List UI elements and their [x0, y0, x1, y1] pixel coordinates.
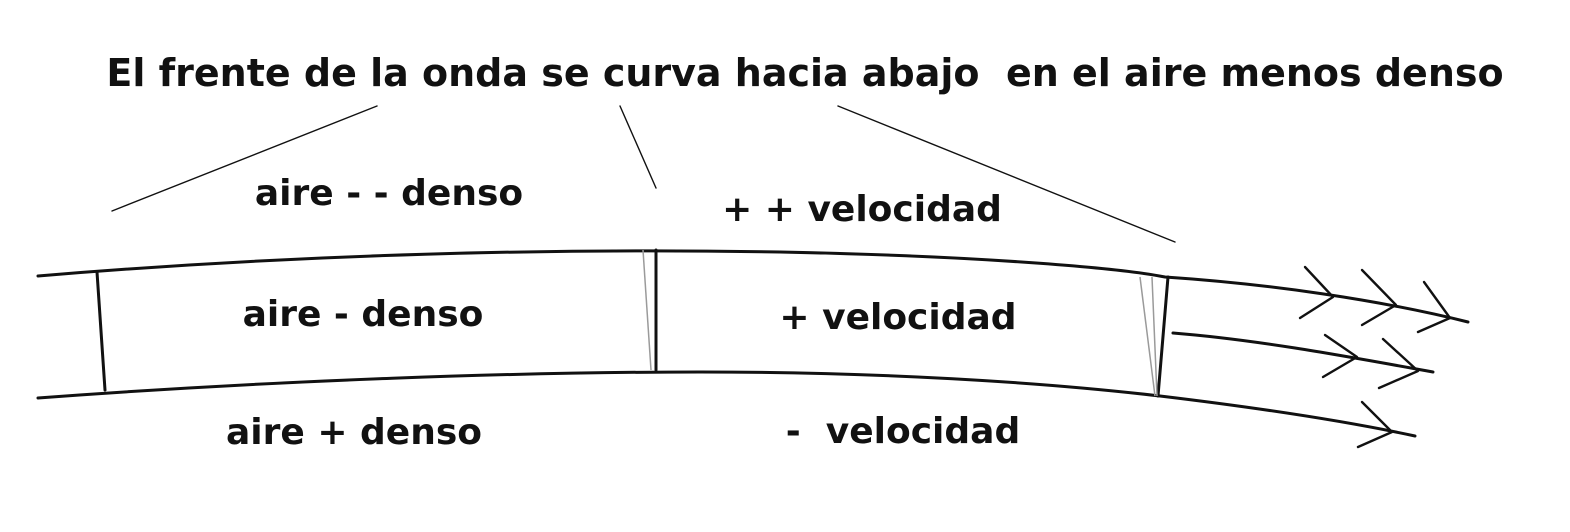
wavefront-left — [95, 270, 107, 392]
wavefront-right-ghost-2 — [1151, 276, 1158, 397]
wavefront-center-ghost — [642, 249, 652, 371]
label-speed-bottom: - velocidad — [786, 411, 1020, 452]
arrowhead-bottom-1 — [1356, 400, 1394, 449]
title-pointer-lines — [111, 105, 1176, 243]
wavefronts — [95, 248, 1170, 398]
label-air-bottom: aire + denso — [226, 412, 482, 453]
diagram-title: El frente de la onda se curva hacia abaj… — [106, 51, 1503, 95]
label-speed-middle: + velocidad — [779, 297, 1016, 338]
wavefront-right — [1156, 275, 1170, 398]
arrowhead-middle-2 — [1377, 337, 1420, 390]
arrowhead-top-2 — [1360, 268, 1398, 327]
pointer-line-center — [619, 105, 657, 189]
middle-ray-line — [1171, 331, 1435, 374]
lower-boundary-curve — [36, 370, 1417, 438]
arrowhead-top-1 — [1298, 265, 1335, 320]
wavefront-right-ghost-1 — [1139, 276, 1156, 397]
arrowheads — [1298, 265, 1452, 449]
upper-boundary-curve — [36, 249, 1470, 324]
label-air-top: aire - - denso — [255, 173, 523, 214]
arrowhead-middle-1 — [1321, 333, 1359, 379]
pointer-line-left — [111, 105, 378, 212]
label-air-middle: aire - denso — [243, 294, 484, 335]
arrowhead-top-3 — [1416, 280, 1452, 334]
label-speed-top: + + velocidad — [722, 189, 1002, 230]
pointer-line-right — [837, 105, 1176, 243]
